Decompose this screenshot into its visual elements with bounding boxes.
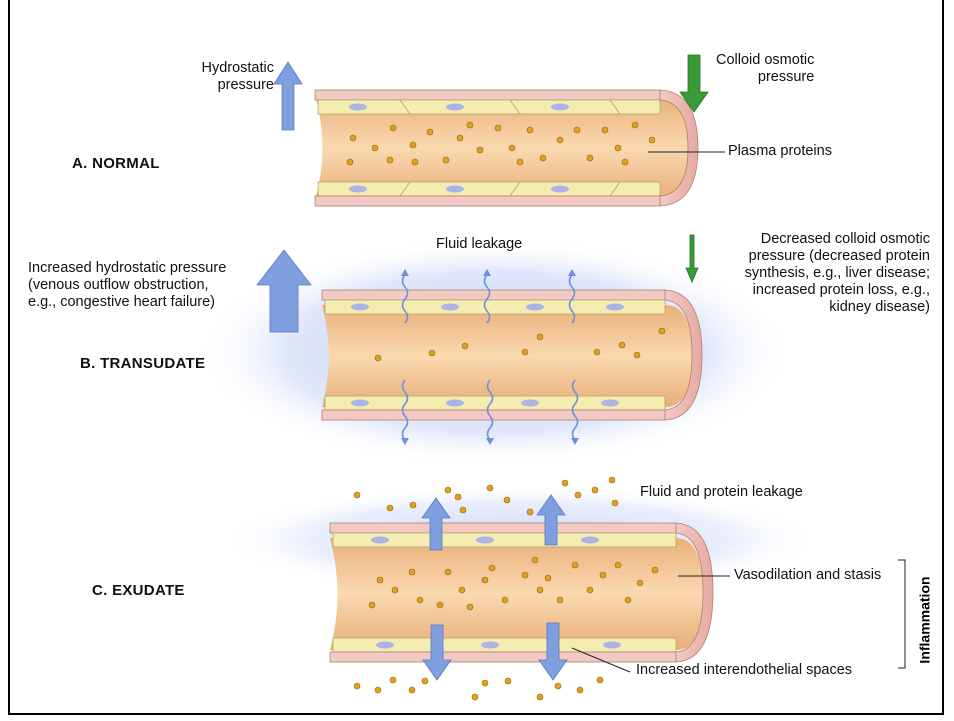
panel-exudate-title: C. EXUDATE [92,582,185,599]
plasma-proteins-label: Plasma proteins [728,143,832,160]
inflammation-label: Inflammation [917,576,933,663]
panel-normal-title: A. NORMAL [72,155,160,172]
increased-hydrostatic-label: Increased hydrostatic pressure (venous o… [28,260,226,311]
vessel-normal [315,90,698,206]
vessel-transudate [322,269,702,445]
inflammation-bracket-label: Inflammation [905,560,945,680]
hydrostatic-arrow-up-icon [274,62,302,130]
interendothelial-spaces-label: Increased interendothelial spaces [636,662,852,679]
vasodilation-stasis-label: Vasodilation and stasis [734,567,881,584]
colloid-osmotic-label: Colloid osmotic pressure [716,52,814,86]
hydrostatic-pressure-label: Hydrostatic pressure [166,60,274,94]
fluid-protein-leakage-label: Fluid and protein leakage [640,484,803,501]
panel-transudate-title: B. TRANSUDATE [80,355,205,372]
fluid-leakage-label: Fluid leakage [436,236,522,253]
decreased-colloid-label: Decreased colloid osmotic pressure (decr… [710,231,930,316]
